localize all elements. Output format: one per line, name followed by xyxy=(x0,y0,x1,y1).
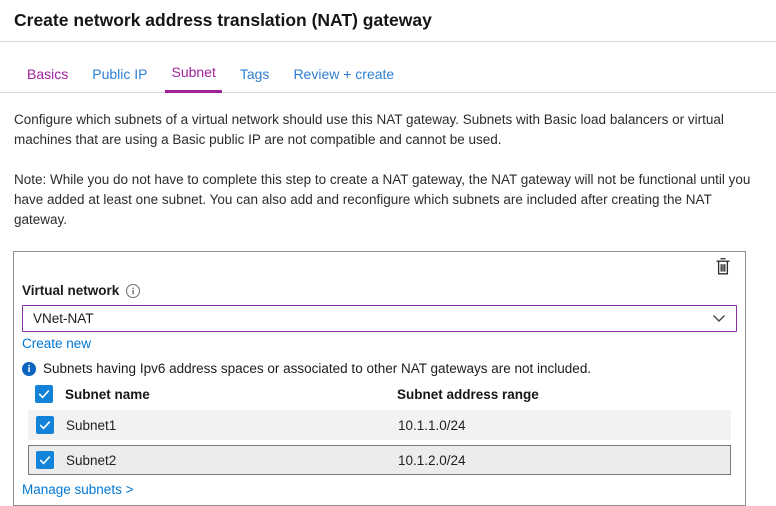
page-title: Create network address translation (NAT)… xyxy=(14,10,432,30)
table-row[interactable]: Subnet1 10.1.1.0/24 xyxy=(28,410,731,440)
tab-public-ip[interactable]: Public IP xyxy=(92,66,148,82)
tab-bar: Basics Public IP Subnet Tags Review + cr… xyxy=(0,64,776,93)
virtual-network-label: Virtual network xyxy=(22,283,120,298)
tab-subnet[interactable]: Subnet xyxy=(165,64,222,93)
panel-toolbar xyxy=(22,258,737,278)
info-icon[interactable] xyxy=(126,283,141,298)
row-checkbox[interactable] xyxy=(36,416,54,434)
trash-icon xyxy=(715,257,731,279)
virtual-network-select[interactable]: VNet-NAT xyxy=(22,305,737,332)
subnet-table-header: Subnet name Subnet address range xyxy=(28,383,731,405)
virtual-network-selected-value: VNet-NAT xyxy=(33,311,94,326)
subnet-address-cell: 10.1.2.0/24 xyxy=(398,452,466,468)
tab-tags[interactable]: Tags xyxy=(239,66,270,82)
subnet-name-cell: Subnet1 xyxy=(66,417,117,433)
tab-review-create[interactable]: Review + create xyxy=(293,66,395,82)
subnet-name-cell: Subnet2 xyxy=(66,452,117,468)
row-checkbox[interactable] xyxy=(36,451,54,469)
subnet-address-cell: 10.1.1.0/24 xyxy=(398,417,466,433)
column-header-subnet-name: Subnet name xyxy=(65,386,150,402)
manage-subnets-link[interactable]: Manage subnets > xyxy=(22,482,134,497)
title-divider xyxy=(0,41,776,42)
subnet-info-text: Subnets having Ipv6 address spaces or as… xyxy=(43,361,592,376)
tab-basics[interactable]: Basics xyxy=(27,66,69,82)
info-filled-icon xyxy=(22,361,36,376)
delete-vnet-button[interactable] xyxy=(709,258,737,278)
subnet-table: Subnet name Subnet address range Subnet1… xyxy=(28,383,731,475)
table-row[interactable]: Subnet2 10.1.2.0/24 xyxy=(28,445,731,475)
chevron-down-icon xyxy=(712,310,726,328)
create-new-link[interactable]: Create new xyxy=(22,336,92,351)
subnet-config-panel: Virtual network VNet-NAT Create new Subn… xyxy=(13,251,746,506)
note-text: Note: While you do not have to complete … xyxy=(14,172,751,227)
virtual-network-label-row: Virtual network xyxy=(22,282,737,299)
select-all-checkbox[interactable] xyxy=(35,385,53,403)
subnet-info-row: Subnets having Ipv6 address spaces or as… xyxy=(22,361,737,376)
intro-text: Configure which subnets of a virtual net… xyxy=(14,112,724,147)
column-header-address-range: Subnet address range xyxy=(397,386,539,402)
